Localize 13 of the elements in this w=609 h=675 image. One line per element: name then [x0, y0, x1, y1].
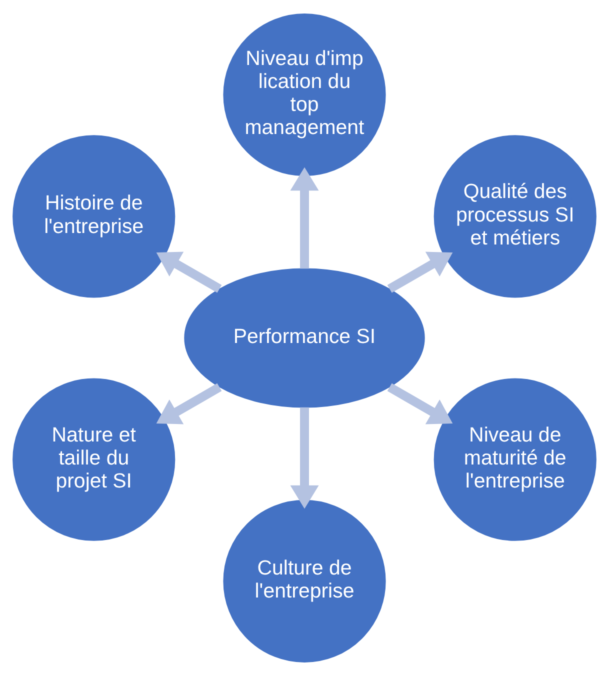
node-circle: Niveau d'implication du top management: [223, 12, 386, 176]
arrow: [387, 382, 453, 424]
arrow: [290, 166, 319, 268]
node-circle: Nature et taille du projet SI: [12, 378, 176, 540]
arrow: [156, 251, 222, 292]
node-circle: Histoire de l'entreprise: [12, 134, 176, 298]
arrow: [290, 406, 319, 508]
arrow: [387, 251, 453, 292]
node-circle: Qualité des processus SI et métiers: [434, 134, 596, 298]
arrow: [156, 382, 222, 424]
node-circle: Niveau de maturité de l'entreprise: [434, 378, 596, 540]
node-circle: Culture de l'entreprise: [223, 499, 386, 662]
node-ellipse: Performance SI: [184, 268, 425, 408]
